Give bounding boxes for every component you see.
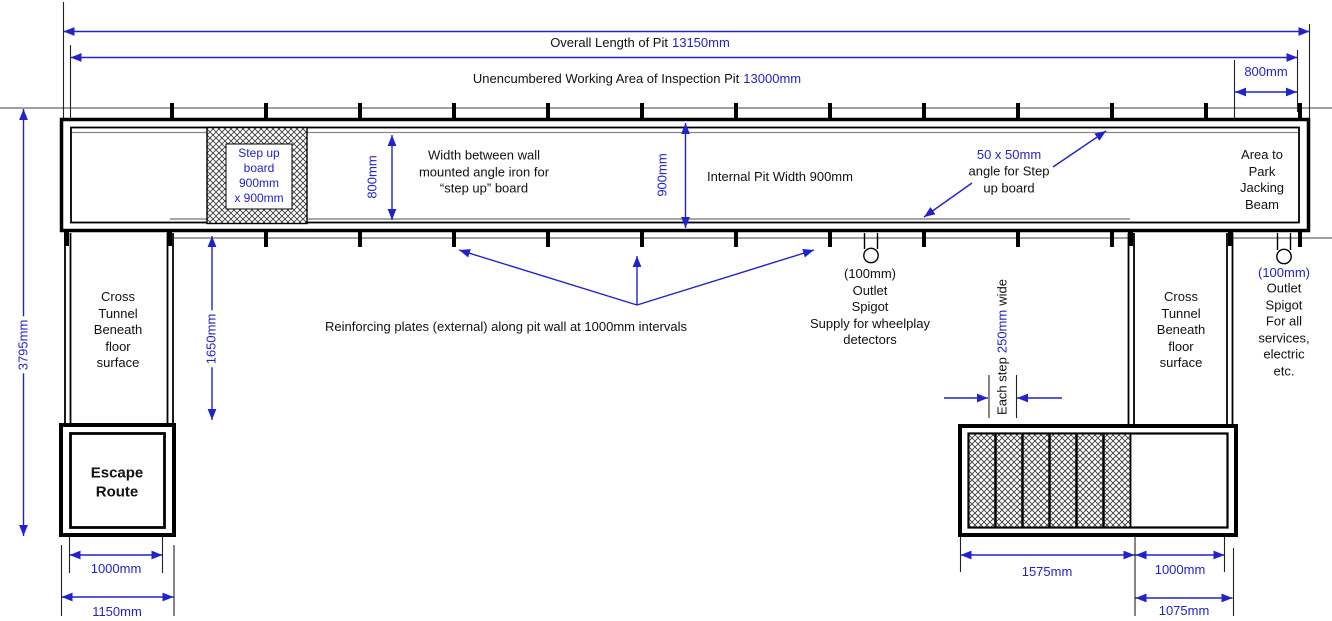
step-up-board-label: Step up board 900mm x 900mm	[234, 146, 284, 205]
spigot-services-note: Outlet Spigot For all services, electric…	[1258, 280, 1310, 379]
overall-length-value: 13150mm	[671, 34, 730, 50]
right-cross-tunnel	[1127, 233, 1234, 424]
spigot-wheelplay	[863, 233, 879, 264]
reinforcing-plates-note: Reinforcing plates (external) along pit …	[324, 318, 688, 334]
cross-tunnel-note-left: Cross Tunnel Beneath floor surface	[93, 288, 143, 370]
dim-1000-stairs: 1000mm	[1154, 561, 1206, 577]
left-cross-tunnel	[64, 233, 174, 423]
cross-tunnel-note-right: Cross Tunnel Beneath floor surface	[1156, 288, 1206, 370]
working-area-dimension: Unencumbered Working Area of Inspection …	[473, 71, 801, 88]
each-step-dimension: Each step 250mm wide	[995, 279, 1010, 415]
escape-route-box	[59, 423, 176, 537]
width-between-note: Width between wall mounted angle iron fo…	[418, 147, 550, 196]
area-park-jacking-beam-note: Area to Park Jacking Beam	[1239, 147, 1285, 212]
dim-1150-escape: 1150mm	[92, 603, 142, 619]
spigot-services	[1276, 233, 1292, 265]
internal-pit-width-label: Internal Pit Width 900mm	[707, 168, 853, 184]
step-up-board	[206, 126, 308, 225]
dim-800-top: 800mm	[1244, 63, 1288, 79]
dim-800-pit: 800mm	[364, 155, 380, 199]
angle-size-label: 50 x 50mm	[976, 146, 1042, 162]
spigot-wheelplay-note: (100mm) Outlet Spigot Supply for wheelpl…	[810, 265, 930, 347]
leader-arrows	[458, 130, 1107, 306]
dim-900-pit: 900mm	[654, 153, 670, 197]
dim-3795: 3795mm	[15, 316, 31, 374]
spigot-services-size: (100mm)	[1257, 264, 1311, 280]
dim-1575-stairs: 1575mm	[1021, 563, 1073, 579]
dim-1650: 1650mm	[203, 310, 219, 368]
reinforcing-plate-ticks	[64, 103, 1302, 247]
dim-1000-escape: 1000mm	[90, 560, 142, 576]
dimension-lines	[19, 27, 1310, 603]
each-step-suffix: wide	[994, 279, 1010, 306]
angle-note-label: angle for Step up board	[968, 163, 1050, 196]
dim-1075-stairs: 1075mm	[1158, 602, 1210, 618]
overall-length-label: Overall Length of Pit	[550, 34, 668, 50]
each-step-prefix: Each step	[994, 357, 1010, 415]
working-area-label: Unencumbered Working Area of Inspection …	[472, 70, 740, 86]
working-area-value: 13000mm	[743, 70, 802, 86]
escape-route-label: Escape Route	[90, 464, 144, 501]
stairs-box	[958, 424, 1238, 537]
each-step-value: 250mm	[994, 309, 1010, 354]
